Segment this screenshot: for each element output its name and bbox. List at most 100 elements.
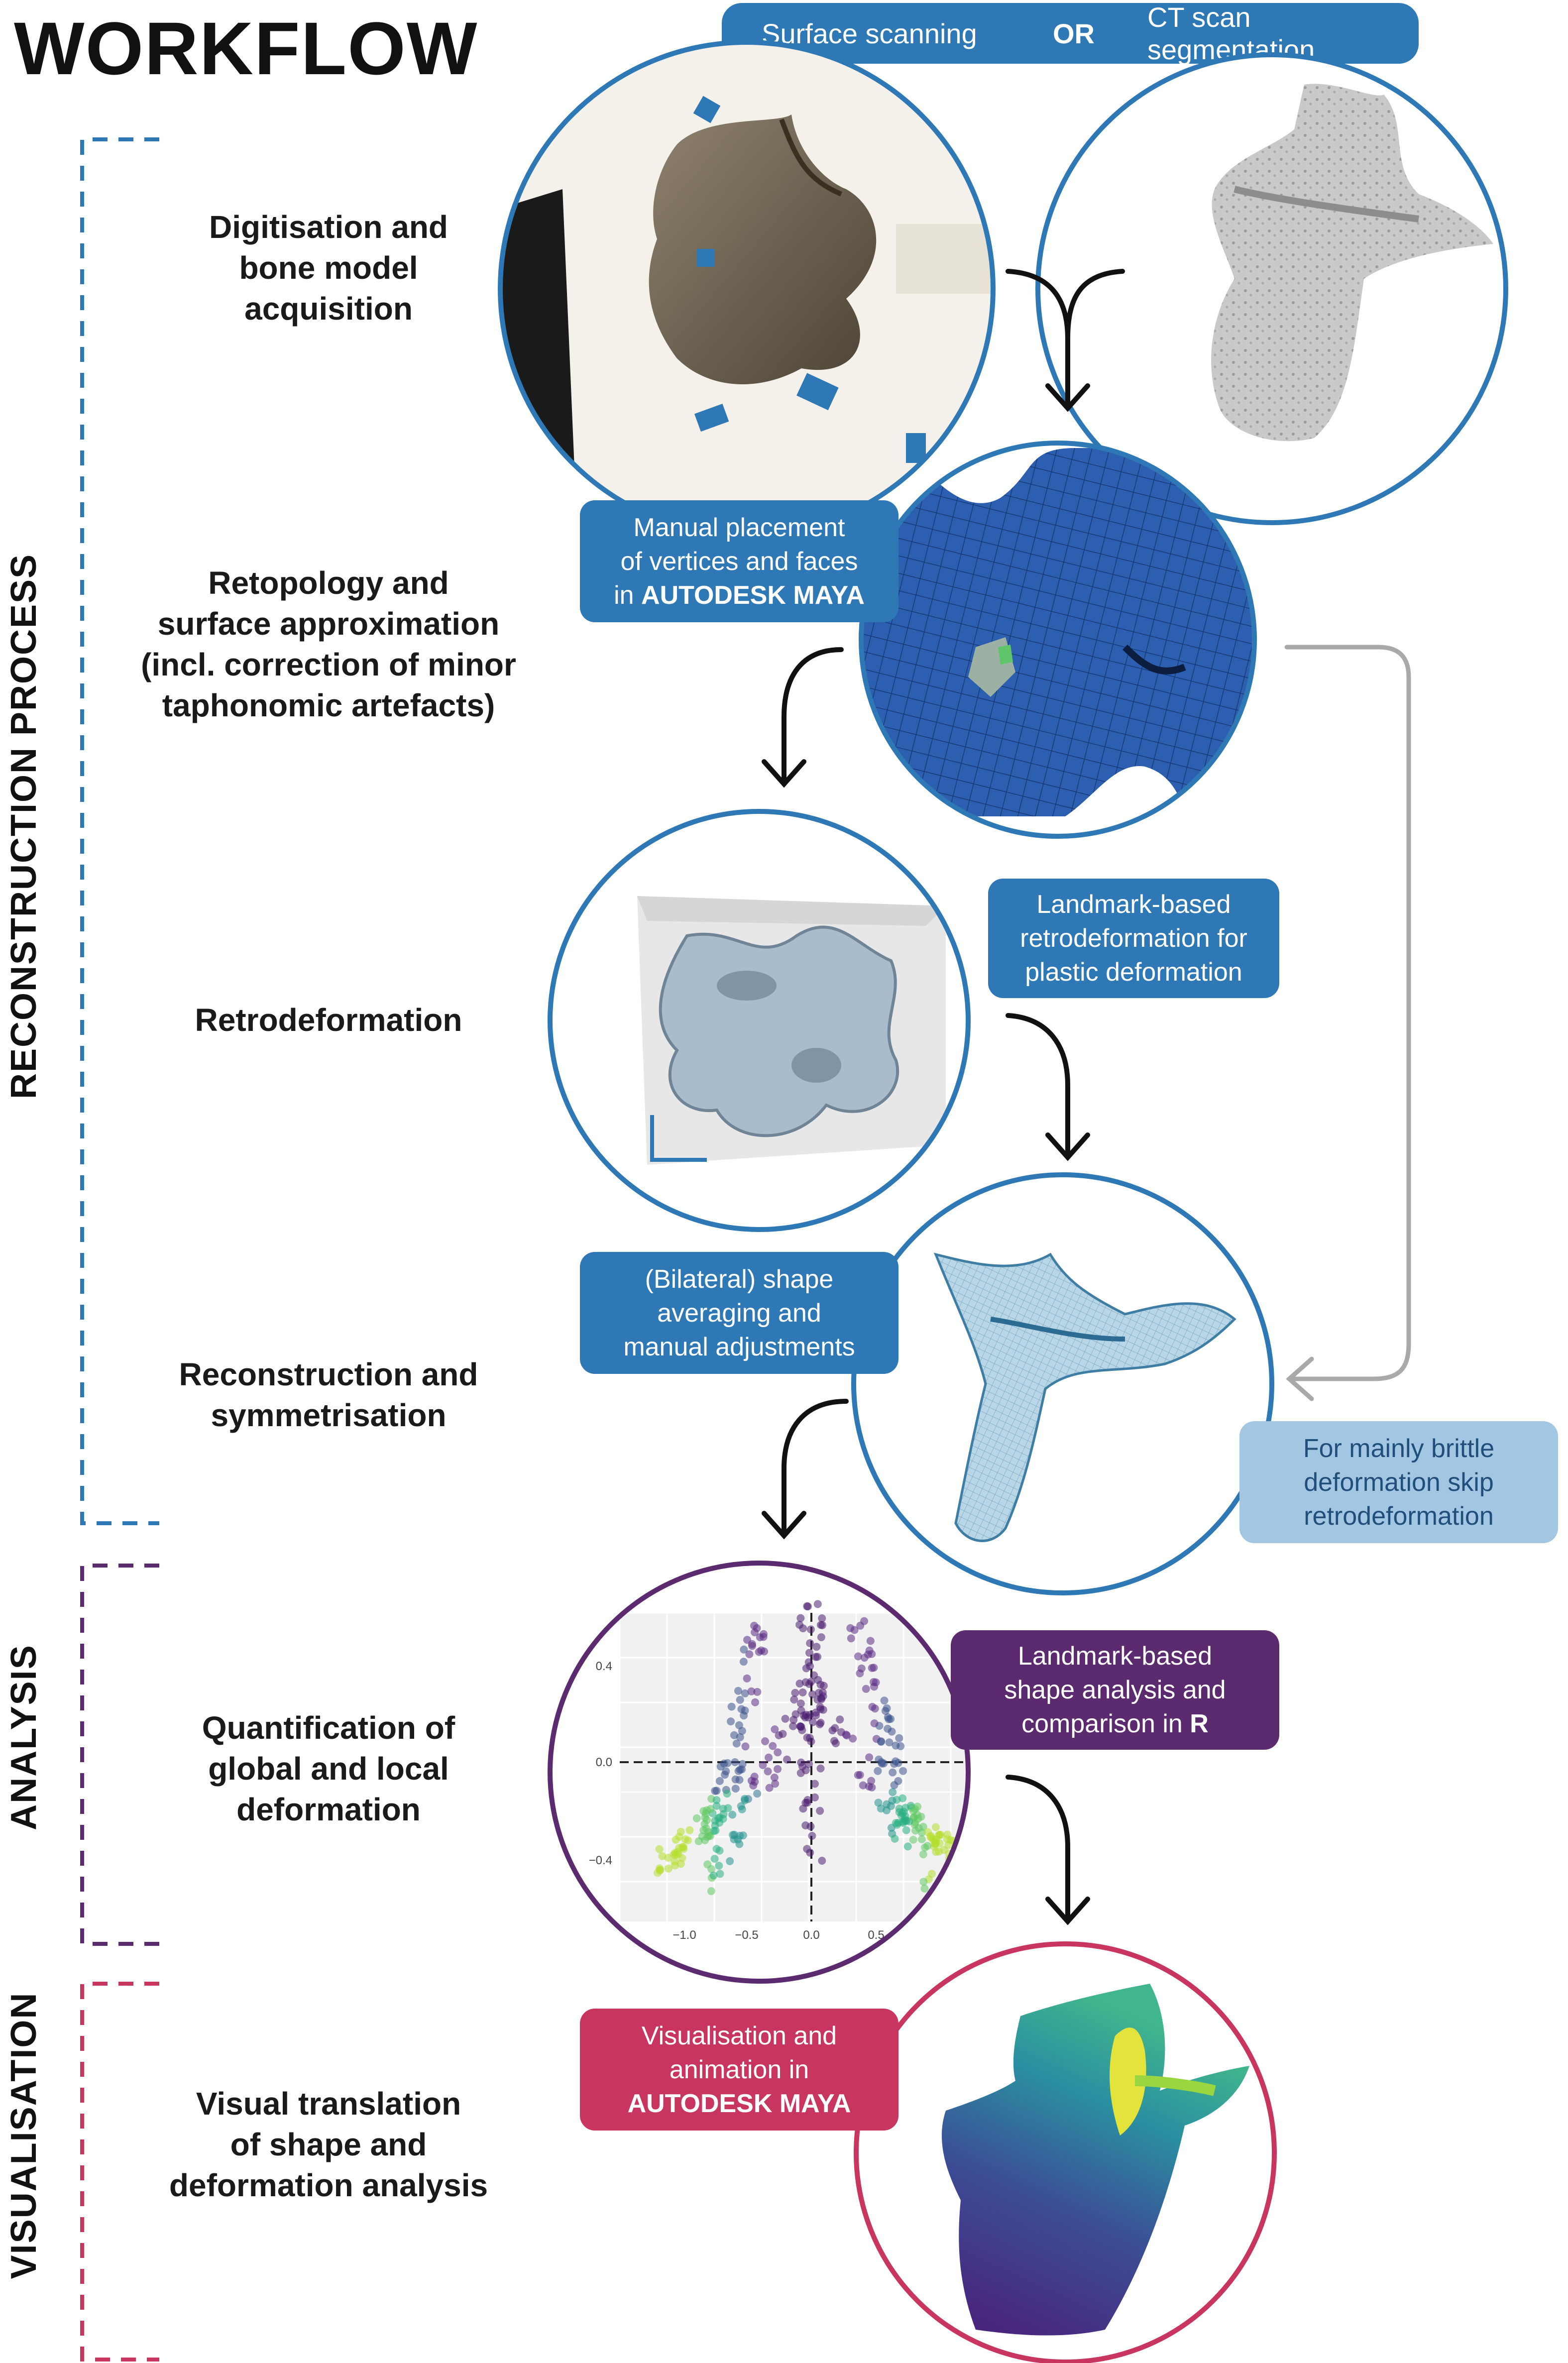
scatter-point: [868, 1702, 877, 1711]
scatter-point: [819, 1682, 828, 1690]
scatter-point: [738, 1805, 746, 1813]
ct-scan-bone-image: [1038, 55, 1506, 523]
scatter-point: [749, 1781, 758, 1790]
scatter-point: [902, 1826, 910, 1834]
scatter-point: [885, 1738, 894, 1747]
scatter-point: [672, 1835, 680, 1844]
scatter-point: [692, 1814, 701, 1822]
deformation-scatter-plot: 0.4 0.0 −0.4 −1.0 −0.5 0.0 0.5: [550, 1563, 968, 1981]
scatter-point: [715, 1818, 724, 1827]
scatter-point: [899, 1807, 908, 1816]
scatter-point: [751, 1698, 759, 1706]
scatter-point: [753, 1624, 761, 1632]
scatter-point: [889, 1788, 897, 1797]
scatter-point: [856, 1621, 865, 1630]
scatter-point: [798, 1688, 807, 1696]
scatter-point: [712, 1787, 721, 1795]
scatter-point: [791, 1688, 799, 1697]
callout-landmark-retrodeformation: Landmark-based retrodeformation for plas…: [988, 879, 1279, 998]
scatter-point: [775, 1731, 783, 1739]
scatter-point: [790, 1695, 798, 1704]
scatter-point: [867, 1777, 876, 1785]
scatter-point: [760, 1647, 769, 1656]
scatter-point: [923, 1842, 932, 1850]
scatter-point: [868, 1783, 876, 1792]
scatter-point: [727, 1702, 736, 1711]
scatter-point: [806, 1639, 814, 1647]
scatter-point: [740, 1711, 748, 1720]
scatter-point: [875, 1755, 883, 1764]
scatter-point: [707, 1887, 715, 1896]
scatter-point: [728, 1810, 737, 1819]
scatter-point: [723, 1759, 732, 1767]
scatter-point: [796, 1614, 805, 1622]
scatter-point: [684, 1836, 692, 1844]
scatter-point: [890, 1781, 898, 1790]
scatter-point: [865, 1753, 874, 1762]
scatter-point: [808, 1690, 816, 1698]
scatter-point: [709, 1871, 718, 1880]
scatter-point: [927, 1832, 935, 1840]
scatter-point: [753, 1790, 762, 1798]
scatter-point: [917, 1835, 926, 1843]
step-digitisation: Digitisation and bone model acquisition: [209, 209, 448, 327]
scatter-point: [808, 1832, 816, 1840]
scatter-point: [736, 1733, 744, 1741]
scatter-point: [919, 1878, 928, 1886]
scatter-point: [931, 1823, 940, 1831]
scatter-point: [799, 1804, 807, 1813]
scatter-point: [935, 1889, 943, 1897]
scatter-point: [813, 1653, 822, 1661]
scatter-point: [884, 1713, 892, 1721]
scatter-point: [658, 1852, 667, 1860]
scatter-point: [818, 1621, 826, 1629]
callout-visualisation-maya: Visualisation and animation in AUTODESK …: [580, 2009, 898, 2131]
scatter-point: [892, 1757, 900, 1766]
scatter-point: [874, 1767, 882, 1775]
scatter-point: [894, 1818, 902, 1827]
reconstruction-bracket: [80, 137, 159, 1525]
scatter-point: [919, 1850, 927, 1859]
scatter-point: [836, 1715, 844, 1724]
scatter-point: [817, 1633, 825, 1641]
scatter-point: [761, 1737, 769, 1745]
y-tick-0.0: 0.0: [596, 1756, 612, 1769]
scatter-point: [655, 1845, 664, 1853]
step-retopology: Retopology and surface approximation (in…: [141, 565, 516, 723]
scatter-point: [856, 1669, 864, 1678]
page-title: WORKFLOW: [14, 6, 478, 90]
scatter-point: [734, 1687, 742, 1695]
callout-shape-analysis: Landmark-based shape analysis and compar…: [951, 1630, 1279, 1750]
scatter-point: [796, 1722, 805, 1731]
scatter-point: [715, 1862, 723, 1870]
scatter-point: [743, 1636, 751, 1644]
scatter-point: [685, 1826, 694, 1834]
scatter-point: [715, 1846, 724, 1855]
scatter-point: [764, 1767, 772, 1776]
scatter-point: [888, 1797, 896, 1805]
scatter-point: [743, 1674, 751, 1683]
scatter-point: [795, 1680, 804, 1688]
scatter-point: [862, 1685, 870, 1693]
scatter-point: [805, 1649, 813, 1657]
option-surface-scanning: Surface scanning: [762, 17, 977, 49]
scatter-point: [903, 1842, 912, 1851]
x-tick-minus-1.0: −1.0: [672, 1928, 696, 1942]
step-reconstruction: Reconstruction and symmetrisation: [179, 1356, 478, 1433]
scatter-point: [831, 1724, 839, 1732]
callout-brittle-skip: For mainly brittle deformation skip retr…: [1239, 1421, 1558, 1543]
scatter-point: [920, 1885, 929, 1893]
scatter-point: [797, 1758, 805, 1767]
scatter-point: [917, 1812, 925, 1821]
scatter-point: [804, 1658, 813, 1667]
scatter-point: [732, 1739, 741, 1748]
scatter-point: [783, 1755, 791, 1764]
scatter-point: [715, 1777, 724, 1785]
scatter-point: [854, 1652, 862, 1661]
scatter-point: [740, 1645, 748, 1654]
scatter-point: [771, 1780, 780, 1788]
scatter-point: [750, 1773, 759, 1781]
scatter-point: [704, 1828, 712, 1836]
step-retrodeformation: Retrodeformation: [195, 1002, 462, 1038]
